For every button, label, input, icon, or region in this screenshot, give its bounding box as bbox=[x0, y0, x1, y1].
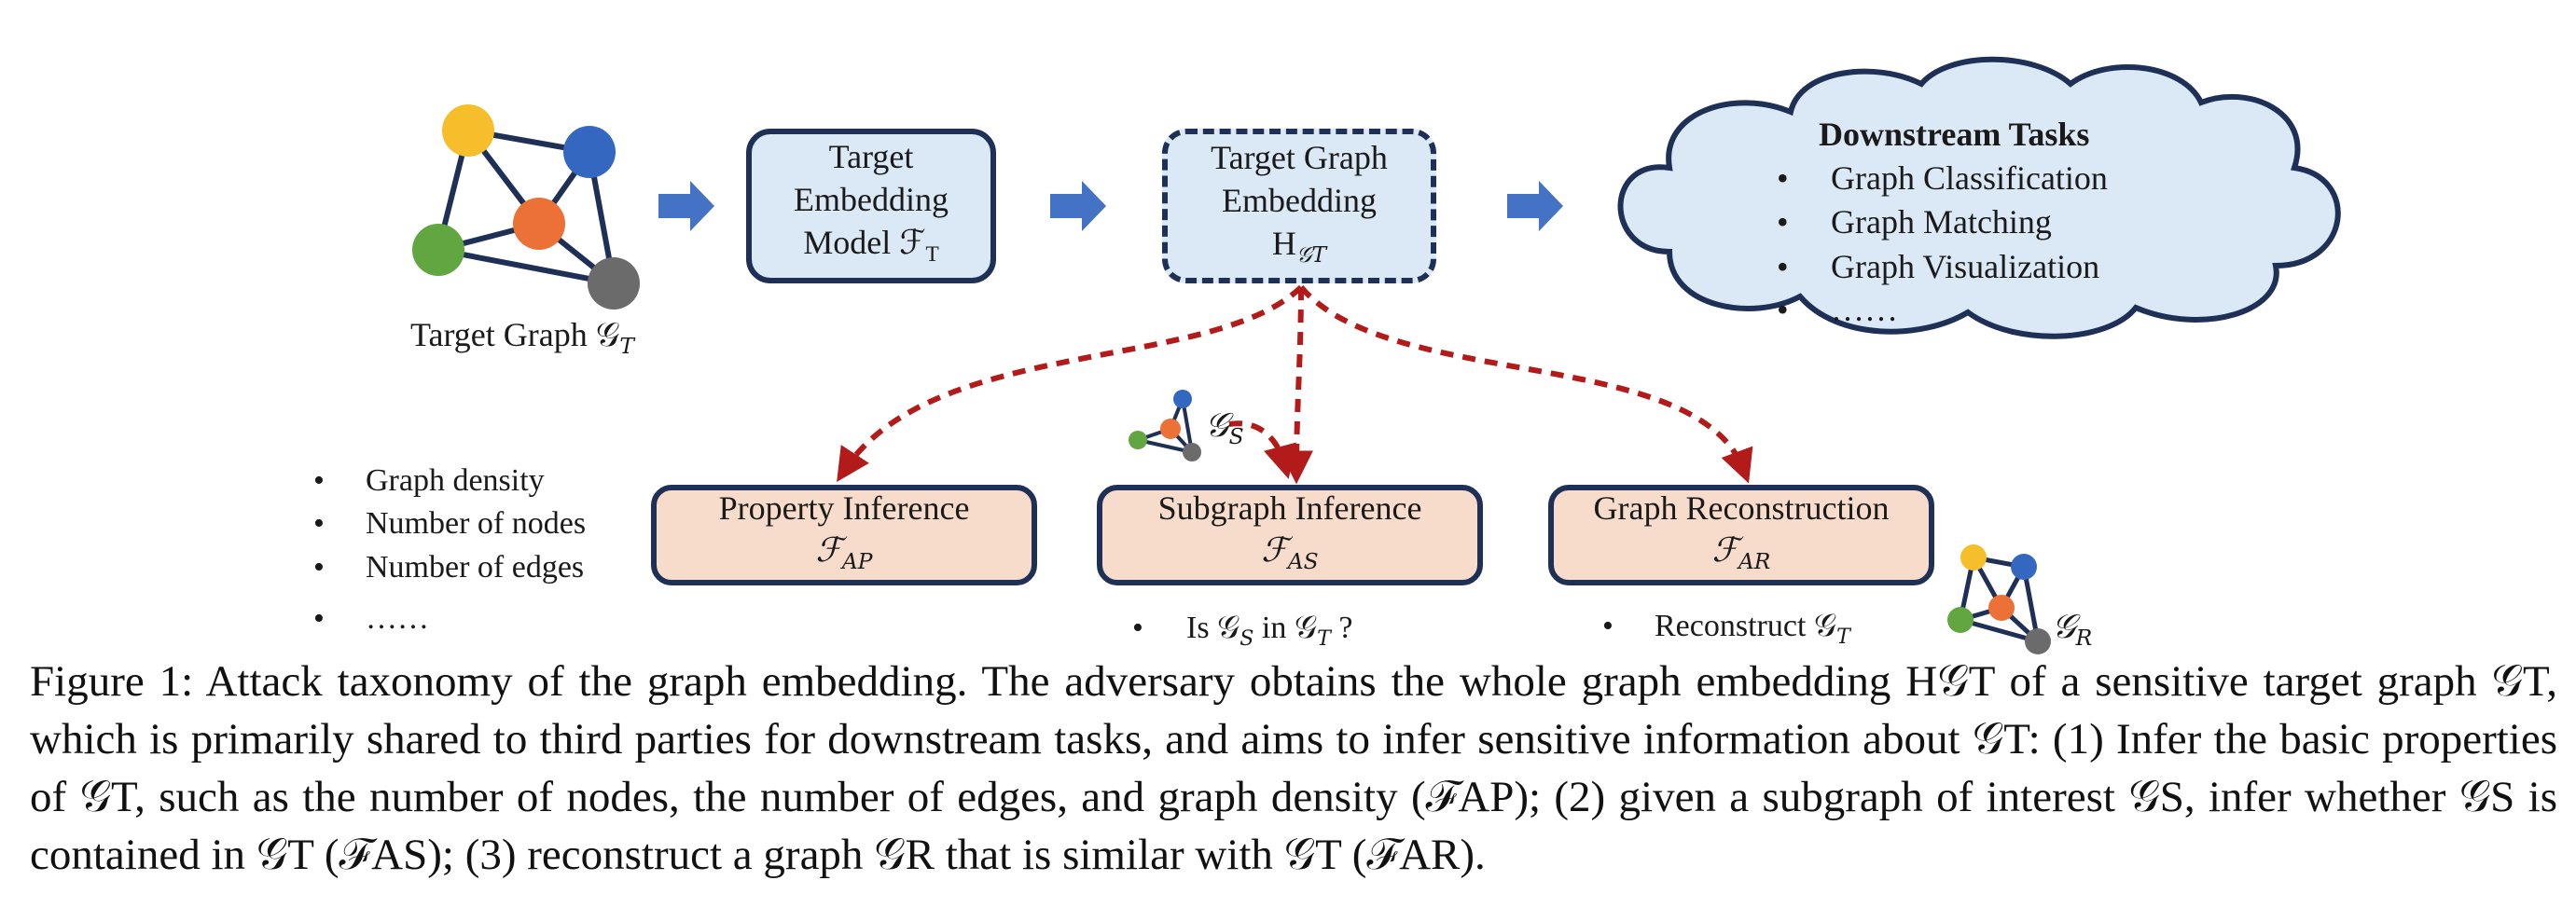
graph-node-green bbox=[412, 224, 464, 276]
property-list-text: …… bbox=[366, 601, 429, 636]
graph-reconstruction-math: ℱAR bbox=[1554, 530, 1929, 583]
rec-node bbox=[1988, 595, 2015, 621]
rec-node bbox=[2011, 554, 2037, 580]
rt-pre: Reconstruct 𝒢 bbox=[1655, 609, 1837, 643]
graph-node-gray bbox=[588, 257, 640, 310]
subgraph-inference-math: ℱAS bbox=[1102, 530, 1477, 583]
property-list-item: •Number of nodes bbox=[313, 506, 587, 541]
property-list-item: •Number of edges bbox=[313, 550, 585, 585]
subgraph-inference-box: Subgraph Inference ℱAS bbox=[1097, 485, 1483, 585]
graph-reconstruction-label: Graph Reconstruction bbox=[1593, 489, 1890, 528]
subgraph-inference-label: Subgraph Inference bbox=[1157, 489, 1422, 528]
model-line3: Model ℱT bbox=[752, 221, 990, 276]
property-inference-box: Property Inference ℱAP bbox=[651, 485, 1037, 585]
property-inference-symbol: ℱ bbox=[815, 531, 842, 571]
sq-mid: in 𝒢 bbox=[1253, 611, 1318, 645]
model-line3-sub: T bbox=[925, 242, 939, 268]
sq-s: S bbox=[1240, 626, 1254, 651]
downstream-item-text: Graph Matching bbox=[1831, 203, 2052, 241]
subgraph-inference-symbol: ℱ bbox=[1261, 531, 1288, 571]
graph-node-yellow bbox=[442, 104, 494, 157]
sub-node bbox=[1183, 443, 1201, 461]
graph-node-orange bbox=[513, 198, 565, 250]
right-arrow-icon bbox=[1050, 181, 1106, 231]
embedding-line3-text: H bbox=[1271, 224, 1296, 262]
rt-t: T bbox=[1836, 624, 1850, 649]
rec-node bbox=[1960, 544, 1987, 571]
sq-post: ? bbox=[1330, 611, 1353, 645]
downstream-cloud bbox=[1617, 56, 2341, 339]
property-inference-sub: AP bbox=[841, 548, 873, 575]
downstream-title: Downstream Tasks bbox=[1819, 116, 2090, 153]
rec-node bbox=[1947, 607, 1974, 633]
property-list-text: Number of edges bbox=[366, 550, 585, 585]
figure-caption: Figure 1: Attack taxonomy of the graph e… bbox=[30, 657, 2557, 879]
subgraph-question: •Is 𝒢S in 𝒢T ? bbox=[1132, 611, 1353, 651]
sub-node bbox=[1160, 419, 1181, 439]
subgraph-inference-sub: AS bbox=[1287, 548, 1319, 575]
embedding-line3: H𝒢T bbox=[1168, 222, 1431, 276]
model-line1: Target bbox=[828, 138, 914, 176]
target-graph-label: Target Graph 𝒢T bbox=[410, 315, 634, 359]
gr-label: 𝒢R bbox=[2052, 608, 2092, 651]
target-graph-sub: T bbox=[619, 333, 634, 360]
right-arrow-icon bbox=[658, 181, 714, 231]
reconstruct-text: •Reconstruct 𝒢T bbox=[1602, 609, 1850, 649]
downstream-item-text: Graph Classification bbox=[1831, 159, 2108, 197]
gr-symbol: 𝒢 bbox=[2052, 608, 2076, 646]
gs-label: 𝒢S bbox=[1205, 406, 1244, 449]
property-inference-label: Property Inference bbox=[718, 489, 970, 528]
dashed-arrows bbox=[837, 284, 1753, 485]
downstream-item: •Graph Matching bbox=[1777, 203, 2052, 241]
target-graph-text: Target Graph 𝒢 bbox=[410, 316, 620, 353]
property-list-item: •Graph density bbox=[313, 463, 545, 498]
sq-pre: Is 𝒢 bbox=[1186, 611, 1240, 645]
property-inference-math: ℱAP bbox=[657, 530, 1032, 583]
rec-node bbox=[2025, 628, 2051, 654]
downstream-item-text: …… bbox=[1831, 291, 1898, 328]
graph-node-blue bbox=[563, 126, 616, 178]
target-embedding-model-box: Target Embedding Model ℱT bbox=[746, 129, 996, 283]
right-arrow-icon bbox=[1507, 181, 1563, 231]
graph-reconstruction-symbol: ℱ bbox=[1711, 531, 1738, 571]
target-graph-embedding-box: Target Graph Embedding H𝒢T bbox=[1162, 129, 1436, 283]
graph-reconstruction-box: Graph Reconstruction ℱAR bbox=[1548, 485, 1934, 585]
embedding-line1: Target Graph bbox=[1211, 138, 1388, 176]
model-line3-text: Model ℱ bbox=[803, 224, 926, 262]
embedding-line2: Embedding bbox=[1222, 181, 1377, 219]
downstream-item: •Graph Classification bbox=[1777, 159, 2108, 197]
gs-sub: S bbox=[1228, 423, 1244, 450]
sub-node bbox=[1173, 390, 1192, 408]
gr-sub: R bbox=[2075, 625, 2093, 652]
downstream-item: •…… bbox=[1777, 291, 1898, 328]
graph-reconstruction-sub: AR bbox=[1738, 548, 1771, 575]
property-list-item: •…… bbox=[313, 601, 429, 636]
property-list-text: Graph density bbox=[366, 463, 545, 498]
sq-t: T bbox=[1317, 626, 1331, 651]
gs-symbol: 𝒢 bbox=[1205, 406, 1229, 445]
downstream-item: •Graph Visualization bbox=[1777, 248, 2100, 285]
embedding-line3-sub: 𝒢T bbox=[1295, 241, 1327, 268]
model-line2: Embedding bbox=[794, 181, 949, 219]
sub-node bbox=[1129, 431, 1147, 449]
property-list-text: Number of nodes bbox=[366, 506, 587, 541]
downstream-item-text: Graph Visualization bbox=[1831, 248, 2100, 285]
